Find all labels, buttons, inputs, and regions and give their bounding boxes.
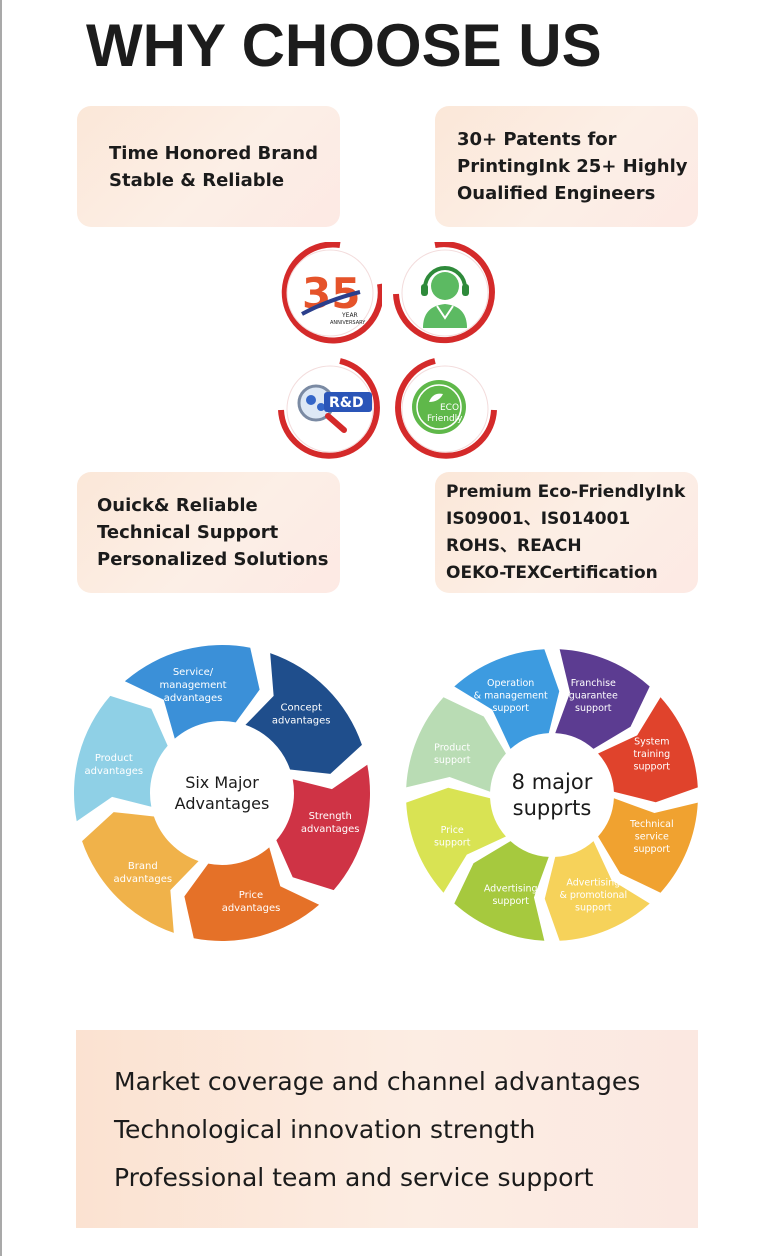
card-certification: Premium Eco-FriendlyInk IS09001、IS014001… <box>435 472 698 593</box>
wheel-segment <box>454 649 560 749</box>
wheel-segment <box>124 645 260 739</box>
card-patents: 30+ Patents for PrintingInk 25+ Highly O… <box>435 106 698 227</box>
wheel-segment <box>184 847 320 941</box>
swoosh-icon <box>301 290 361 316</box>
badge-ring <box>393 242 495 344</box>
wheel-segment <box>454 841 549 941</box>
anniversary-label: ANNIVERSARY <box>330 320 366 326</box>
wheel-segment <box>555 649 650 749</box>
wheel-segment <box>82 812 199 933</box>
card-line: OEKO-TEXCertification <box>446 562 658 583</box>
eco-leaf-icon <box>412 380 466 434</box>
card-line: Time Honored Brand <box>109 142 318 164</box>
eco-badge: ECO Friendly <box>395 358 497 459</box>
wheel-segment <box>406 697 506 792</box>
card-line: ROHS、REACH <box>446 535 582 556</box>
badge-ring <box>281 242 382 344</box>
eco-label: ECO <box>440 403 459 413</box>
card-support: Ouick& Reliable Technical Support Person… <box>77 472 340 593</box>
wheel-segment <box>406 787 506 893</box>
rd-badge: R&D <box>278 358 380 459</box>
card-line: Premium Eco-FriendlyInk <box>446 481 686 502</box>
anniversary-badge: 35 YEAR ANNIVERSARY <box>281 242 382 344</box>
card-line: Stable & Reliable <box>109 169 285 191</box>
card-brand: Time Honored Brand Stable & Reliable <box>77 106 340 227</box>
wheel-segment <box>598 697 698 803</box>
card-line: Technical Support <box>97 522 279 543</box>
wheel-segment <box>276 764 370 891</box>
badge-ring <box>278 358 380 459</box>
eco-ring <box>416 384 462 430</box>
eco-label-friendly: Friendly <box>427 414 463 424</box>
page-title: WHY CHOOSE US <box>86 12 602 79</box>
wheel-hub <box>496 739 608 851</box>
rd-label: R&D <box>329 395 364 411</box>
headset-icon <box>421 266 469 328</box>
summary-line: Technological innovation strength <box>114 1115 536 1144</box>
rd-label-box <box>324 392 372 412</box>
wheel-segment <box>544 841 650 941</box>
card-line: Oualified Engineers <box>457 183 656 204</box>
wheel-hub <box>164 735 280 851</box>
badge-ring <box>395 358 497 459</box>
left-border <box>0 0 2 1256</box>
card-line: PrintingInk 25+ Highly <box>457 156 688 177</box>
leaf-icon <box>429 393 443 402</box>
summary-line: Professional team and service support <box>114 1163 594 1192</box>
wheel-segment <box>245 653 362 774</box>
badge-face <box>286 249 374 337</box>
summary-line: Market coverage and channel advantages <box>114 1067 641 1096</box>
support-badge <box>393 242 495 344</box>
card-line: IS09001、IS014001 <box>446 508 631 529</box>
card-line: Ouick& Reliable <box>97 495 258 516</box>
wheel-segment <box>598 798 698 893</box>
card-line: 30+ Patents for <box>457 129 617 150</box>
card-line: Personalized Solutions <box>97 549 329 570</box>
anniversary-year: YEAR <box>341 312 358 319</box>
wheel-segment <box>74 695 168 822</box>
summary-box: Market coverage and channel advantages T… <box>76 1030 698 1228</box>
